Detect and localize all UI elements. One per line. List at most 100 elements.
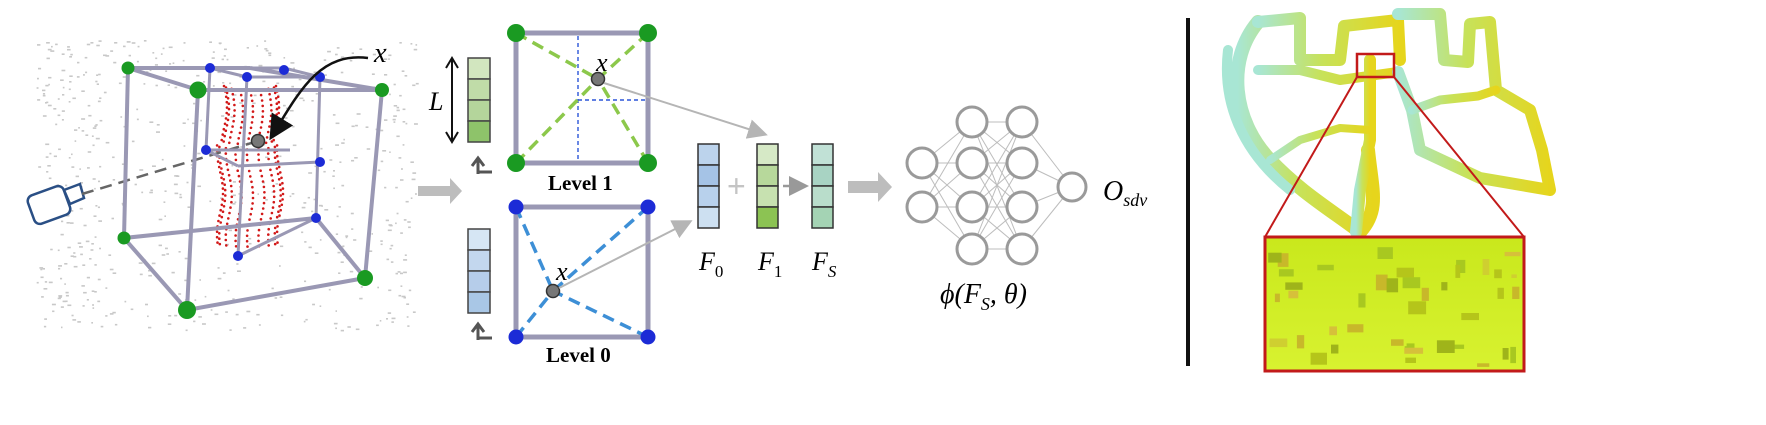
cloud-point bbox=[46, 57, 50, 60]
object-point bbox=[233, 103, 236, 107]
cloud-point bbox=[303, 202, 307, 204]
object-point bbox=[237, 137, 240, 140]
flow-arrow-1 bbox=[418, 178, 462, 204]
object-point bbox=[279, 208, 283, 212]
cloud-point bbox=[61, 326, 63, 329]
cloud-point bbox=[333, 187, 335, 190]
cloud-point bbox=[387, 312, 392, 314]
object-point bbox=[275, 107, 279, 111]
cloud-point bbox=[240, 146, 244, 148]
cloud-point bbox=[149, 69, 152, 72]
cloud-point bbox=[308, 246, 312, 249]
cloud-point bbox=[293, 67, 295, 70]
cloud-point bbox=[356, 113, 361, 115]
cloud-point bbox=[112, 156, 115, 159]
cloud-point bbox=[152, 52, 155, 54]
object-point bbox=[269, 114, 273, 118]
object-point bbox=[238, 131, 242, 135]
cloud-point bbox=[43, 325, 47, 328]
cloud-point bbox=[58, 267, 61, 270]
cloud-point bbox=[366, 148, 371, 150]
cloud-point bbox=[60, 306, 64, 308]
cloud-point bbox=[371, 73, 375, 75]
cloud-point bbox=[234, 201, 237, 203]
level0-grid-cell bbox=[513, 204, 651, 340]
flow-arrow-2 bbox=[848, 172, 892, 202]
cloud-point bbox=[64, 263, 68, 265]
object-point bbox=[222, 127, 226, 131]
query-point-label: x bbox=[373, 38, 387, 69]
cloud-point bbox=[349, 270, 354, 273]
cloud-point bbox=[69, 81, 72, 83]
cloud-point bbox=[368, 250, 373, 252]
cloud-point bbox=[141, 191, 144, 194]
cloud-point bbox=[395, 272, 398, 275]
cloud-point bbox=[85, 240, 90, 243]
object-point bbox=[230, 130, 233, 134]
cloud-point bbox=[143, 83, 146, 85]
length-label: L bbox=[428, 87, 443, 116]
object-point bbox=[274, 118, 278, 122]
object-point bbox=[239, 126, 243, 129]
cloud-point bbox=[42, 93, 46, 95]
cloud-point bbox=[97, 278, 101, 281]
object-point bbox=[223, 188, 227, 192]
cloud-point bbox=[218, 42, 222, 44]
feature-FS bbox=[811, 143, 834, 229]
cloud-point bbox=[182, 59, 185, 62]
cloud-point bbox=[109, 268, 114, 271]
cloud-point bbox=[377, 286, 379, 289]
cloud-point bbox=[148, 274, 152, 277]
object-point bbox=[272, 200, 276, 204]
cloud-point bbox=[52, 310, 55, 313]
cloud-point bbox=[81, 90, 85, 92]
object-point bbox=[272, 184, 275, 188]
zoom-region-marker bbox=[1355, 52, 1396, 79]
cloud-point bbox=[65, 300, 68, 303]
cloud-point bbox=[155, 57, 158, 60]
cloud-point bbox=[222, 272, 226, 274]
cloud-point bbox=[408, 226, 411, 229]
cloud-point bbox=[122, 76, 126, 78]
cloud-point bbox=[338, 206, 341, 208]
object-point bbox=[225, 100, 229, 104]
cloud-point bbox=[292, 144, 297, 147]
cloud-point bbox=[57, 98, 60, 100]
object-point bbox=[276, 154, 279, 158]
object-point bbox=[228, 141, 231, 145]
cloud-point bbox=[289, 109, 294, 112]
object-point bbox=[251, 191, 255, 194]
cloud-point bbox=[403, 259, 408, 261]
cloud-point bbox=[298, 78, 302, 81]
cloud-point bbox=[91, 243, 94, 245]
cloud-point bbox=[407, 325, 410, 327]
cloud-point bbox=[93, 215, 97, 217]
zoomed-buildings bbox=[1268, 247, 1521, 367]
cloud-point bbox=[256, 313, 260, 316]
building-block bbox=[1436, 340, 1455, 353]
cloud-point bbox=[311, 210, 314, 213]
mlp-neuron bbox=[905, 190, 939, 224]
object-point bbox=[216, 241, 219, 244]
object-point bbox=[267, 244, 271, 247]
object-point bbox=[220, 167, 223, 170]
cloud-point bbox=[161, 158, 164, 161]
cloud-point bbox=[283, 57, 286, 59]
object-point bbox=[277, 178, 281, 181]
cloud-point bbox=[305, 318, 308, 321]
cloud-point bbox=[279, 265, 281, 267]
cloud-point bbox=[336, 47, 340, 49]
object-point bbox=[267, 157, 270, 161]
cloud-point bbox=[178, 251, 181, 253]
cloud-point bbox=[376, 324, 379, 327]
object-point bbox=[279, 171, 282, 174]
cloud-point bbox=[253, 94, 257, 97]
cloud-point bbox=[149, 191, 153, 194]
object-point bbox=[219, 221, 222, 224]
object-point bbox=[233, 109, 236, 112]
cloud-point bbox=[178, 293, 182, 295]
cloud-point bbox=[398, 294, 402, 297]
object-point bbox=[225, 106, 229, 109]
cloud-point bbox=[95, 80, 98, 83]
cloud-point bbox=[193, 320, 196, 323]
